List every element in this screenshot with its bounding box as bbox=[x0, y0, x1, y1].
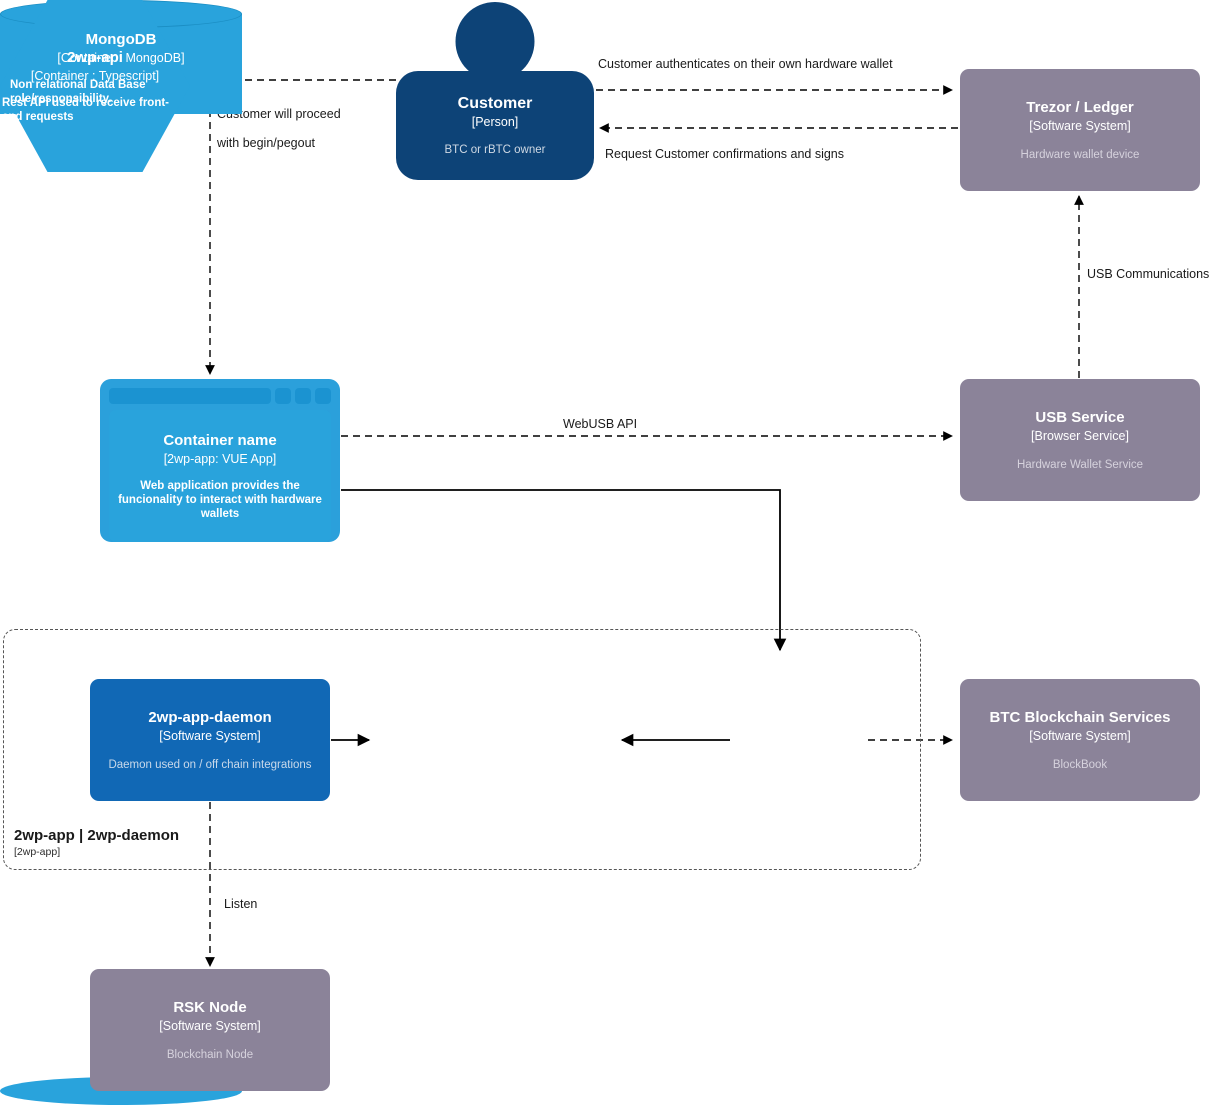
node-tech: [Software System] bbox=[159, 1018, 261, 1033]
node-tech: [Container : Typescript] bbox=[30, 68, 160, 83]
node-tech: [Person] bbox=[471, 114, 519, 129]
node-tech: [Software System] bbox=[159, 728, 261, 743]
node-desc: Hardware wallet device bbox=[1020, 148, 1140, 161]
node-desc: Hardware Wallet Service bbox=[1016, 458, 1144, 471]
node-customer[interactable]: Customer [Person] BTC or rBTC owner bbox=[396, 2, 594, 180]
node-title: 2wp-api bbox=[67, 48, 123, 66]
browser-dot-icon bbox=[275, 388, 291, 404]
node-rsk-node[interactable]: RSK Node [Software System] Blockchain No… bbox=[90, 969, 330, 1091]
boundary-2wp-app: 2wp-app | 2wp-daemon [2wp-app] bbox=[3, 629, 921, 870]
node-2wp-app-daemon[interactable]: 2wp-app-daemon [Software System] Daemon … bbox=[90, 679, 330, 801]
cylinder-label: MongoDB [Container : MongoDB] Non relati… bbox=[0, 22, 242, 114]
hexagon-label: 2wp-api [Container : Typescript] Rest AP… bbox=[0, 0, 190, 172]
node-desc: BlockBook bbox=[1052, 758, 1108, 771]
boundary-tech: [2wp-app] bbox=[14, 846, 61, 858]
node-title: Container name bbox=[163, 431, 277, 449]
edge-label-customer-to-trezor: Customer authenticates on their own hard… bbox=[598, 57, 893, 71]
node-tech: [2wp-app: VUE App] bbox=[163, 451, 277, 466]
browser-dot-icon bbox=[295, 388, 311, 404]
node-title: Customer bbox=[457, 94, 533, 112]
edge-label-customer-to-container-line1: Customer will proceed bbox=[217, 107, 341, 121]
person-body: Customer [Person] BTC or rBTC owner bbox=[396, 71, 594, 180]
node-container-name[interactable]: Container name [2wp-app: VUE App] Web ap… bbox=[100, 379, 340, 542]
node-desc: Rest API used to receive front-end reque… bbox=[2, 96, 170, 123]
edge-label-listen: Listen bbox=[224, 897, 258, 911]
browser-dot-icon bbox=[315, 388, 331, 404]
edge-container-to-api bbox=[341, 489, 787, 652]
edge-label-webusb-api: WebUSB API bbox=[563, 417, 638, 431]
node-desc: Blockchain Node bbox=[166, 1048, 254, 1061]
node-title: BTC Blockchain Services bbox=[989, 708, 1171, 726]
edge-label-trezor-to-customer: Request Customer confirmations and signs bbox=[605, 147, 845, 161]
edge-label-usb-communications: USB Communications bbox=[1087, 267, 1210, 281]
node-title: RSK Node bbox=[173, 998, 247, 1016]
node-title: 2wp-app-daemon bbox=[148, 708, 272, 726]
node-desc: Non relational Data Base role/responsibi… bbox=[10, 78, 146, 105]
boundary-title: 2wp-app | 2wp-daemon bbox=[14, 827, 180, 844]
node-title: USB Service bbox=[1035, 408, 1125, 426]
node-usb-service[interactable]: USB Service [Browser Service] Hardware W… bbox=[960, 379, 1200, 501]
browser-url-bar bbox=[109, 388, 271, 404]
node-desc: Daemon used on / off chain integrations bbox=[108, 758, 312, 771]
node-2wp-api[interactable]: 2wp-api [Container : Typescript] Rest AP… bbox=[0, 0, 190, 286]
node-title: Trezor / Ledger bbox=[1026, 98, 1134, 116]
node-tech: [Container : MongoDB] bbox=[57, 50, 185, 65]
boundary-label: 2wp-app | 2wp-daemon [2wp-app] bbox=[14, 826, 179, 859]
browser-titlebar bbox=[109, 388, 331, 404]
node-desc: Web application provides the funcionalit… bbox=[118, 479, 322, 520]
node-tech: [Browser Service] bbox=[1031, 428, 1129, 443]
edge-customer-to-container bbox=[205, 79, 396, 375]
node-title: MongoDB bbox=[85, 30, 157, 48]
node-tech: [Software System] bbox=[1029, 728, 1131, 743]
person-head-icon bbox=[455, 2, 535, 81]
node-desc: BTC or rBTC owner bbox=[444, 143, 546, 156]
node-btc-blockchain-services[interactable]: BTC Blockchain Services [Software System… bbox=[960, 679, 1200, 801]
node-trezor-ledger[interactable]: Trezor / Ledger [Software System] Hardwa… bbox=[960, 69, 1200, 191]
edge-label-customer-to-container-line2: with begin/pegout bbox=[217, 136, 315, 150]
node-tech: [Software System] bbox=[1029, 118, 1131, 133]
browser-content: Container name [2wp-app: VUE App] Web ap… bbox=[109, 410, 331, 542]
